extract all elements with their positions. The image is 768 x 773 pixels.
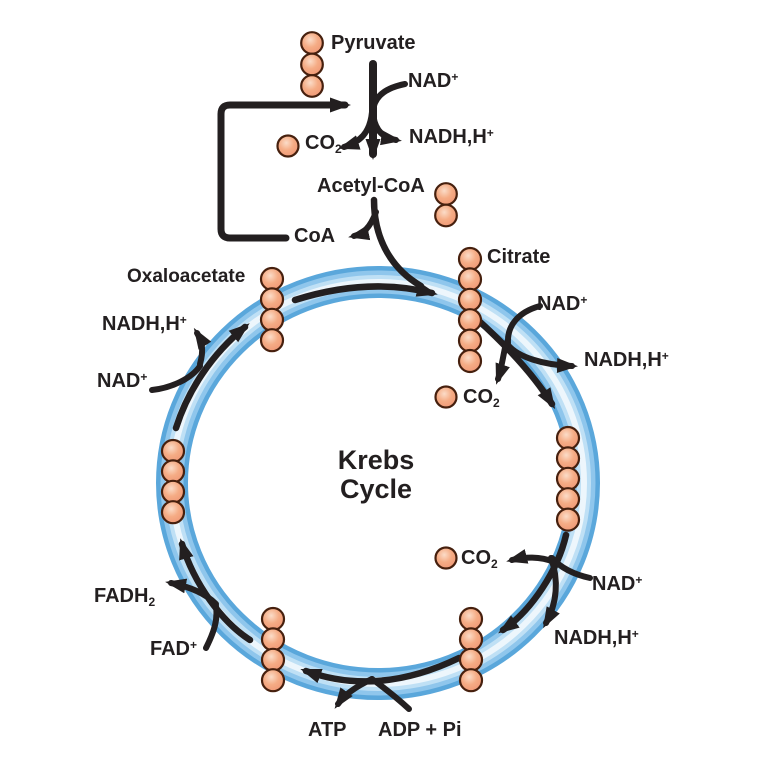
- pyruvate-carbons: [300, 31, 324, 98]
- carbon-atom: [458, 606, 484, 632]
- co2-carbon-top: [276, 134, 300, 158]
- fadh2-label: FADH2: [94, 585, 156, 609]
- nad-label-left: NAD+: [97, 370, 148, 392]
- carbon-atom: [555, 446, 581, 471]
- oxaloacetate-to-citrate-arrow: [291, 282, 438, 304]
- carbon-atom: [458, 647, 484, 672]
- cycle-arrows: [149, 282, 593, 712]
- co2-carbon-right-top: [434, 385, 458, 409]
- nadh-out-arrow-right-top: [505, 342, 578, 373]
- intermediate-4c-left-carbons: [160, 438, 186, 525]
- intermediate-5c-carbons: [555, 425, 581, 532]
- co2-out-arrow-top: [338, 109, 375, 150]
- carbon-atom: [160, 459, 186, 484]
- carbon-atom: [458, 627, 484, 652]
- carbon-atom: [160, 479, 186, 504]
- carbon-atom: [555, 507, 581, 532]
- nadh-out-arrow-right-bottom: [543, 555, 560, 629]
- coa-label: CoA: [294, 225, 336, 247]
- citrate-to-5c-arrow: [474, 316, 556, 410]
- nad-in-curve-left: [149, 363, 203, 393]
- carbon-atom: [259, 287, 285, 312]
- nad-in-curve-right-top: [504, 303, 543, 346]
- acetylcoa-carbons: [434, 182, 458, 228]
- carbon-atom: [276, 134, 300, 158]
- fadh2-out-arrow: [165, 578, 219, 607]
- nadh-label-right-bottom: NADH,H+: [554, 627, 639, 649]
- carbon-atom: [555, 466, 581, 491]
- nadh-label-top: NADH,H+: [409, 126, 494, 148]
- carbon-atom: [300, 52, 324, 77]
- co2-out-arrow-right-top: [495, 340, 510, 385]
- pyruvate-to-acetylcoa-arrows: [217, 60, 408, 242]
- oxaloacetate-label: Oxaloacetate: [127, 266, 246, 287]
- nadh-out-arrow-top: [370, 109, 402, 146]
- carbon-atom: [434, 546, 458, 570]
- carbon-atom: [260, 668, 286, 693]
- fad-label: FAD+: [150, 638, 198, 660]
- nad-label-top: NAD+: [408, 70, 459, 92]
- 4c-to-oxaloacetate-arrow: [172, 323, 250, 432]
- oxaloacetate-carbons: [259, 266, 285, 353]
- nadh-out-arrow-left: [193, 327, 212, 367]
- carbon-atom: [434, 385, 458, 409]
- carbon-atom: [457, 246, 483, 272]
- intermediate-4c-right-carbons: [458, 606, 484, 693]
- nadh-label-right-top: NADH,H+: [584, 349, 669, 371]
- carbon-atom: [434, 182, 458, 206]
- nad-label-right-top: NAD+: [537, 293, 588, 315]
- carbon-atom: [555, 487, 581, 512]
- nad-in-curve-top: [370, 81, 408, 114]
- atp-out-arrow: [334, 676, 375, 709]
- co2-out-arrow-right-bottom: [506, 549, 557, 565]
- atp-label: ATP: [308, 719, 347, 741]
- carbon-atom: [300, 31, 324, 55]
- carbon-atom: [434, 203, 458, 228]
- intermediate-4c-bottom-carbons: [260, 606, 286, 693]
- coa-recycle-loop: [217, 97, 351, 242]
- carbon-atom: [259, 307, 285, 332]
- adp-in-curve: [369, 676, 412, 712]
- carbon-atom: [457, 348, 483, 374]
- cycle-title: Krebs Cycle: [337, 445, 415, 504]
- carbon-atom: [260, 647, 286, 672]
- citrate-label: Citrate: [487, 246, 551, 268]
- carbon-atom: [457, 328, 483, 353]
- adp-pi-label: ADP + Pi: [378, 719, 462, 741]
- co2-label-top: CO2: [305, 132, 342, 156]
- fad-in-curve: [203, 603, 220, 651]
- nadh-label-left: NADH,H+: [102, 313, 187, 335]
- carbon-atom: [260, 627, 286, 652]
- carbon-atom: [457, 287, 483, 312]
- co2-label-right-top: CO2: [463, 386, 500, 410]
- pyruvate-label: Pyruvate: [331, 32, 416, 54]
- carbon-atom: [259, 328, 285, 353]
- co2-label-right-bottom: CO2: [461, 547, 498, 571]
- carbon-atom: [457, 308, 483, 333]
- citrate-carbons: [457, 246, 483, 374]
- carbon-atom: [160, 500, 186, 525]
- nad-label-right-bottom: NAD+: [592, 573, 643, 595]
- coa-release-arrow: [348, 209, 379, 241]
- acetylcoa-label: Acetyl-CoA: [317, 175, 425, 197]
- carbon-atom: [300, 74, 324, 98]
- acetylcoa-entry-arrows: [348, 196, 425, 290]
- carbon-atom: [260, 606, 286, 632]
- carbon-atom: [259, 266, 285, 292]
- carbon-atom: [160, 438, 186, 464]
- carbon-atom: [458, 668, 484, 693]
- carbon-atom: [555, 425, 581, 451]
- bottom-arrow: [300, 654, 463, 685]
- carbon-atom: [457, 267, 483, 292]
- co2-carbon-right-bottom: [434, 546, 458, 570]
- 5c-to-4c-arrow: [498, 531, 570, 634]
